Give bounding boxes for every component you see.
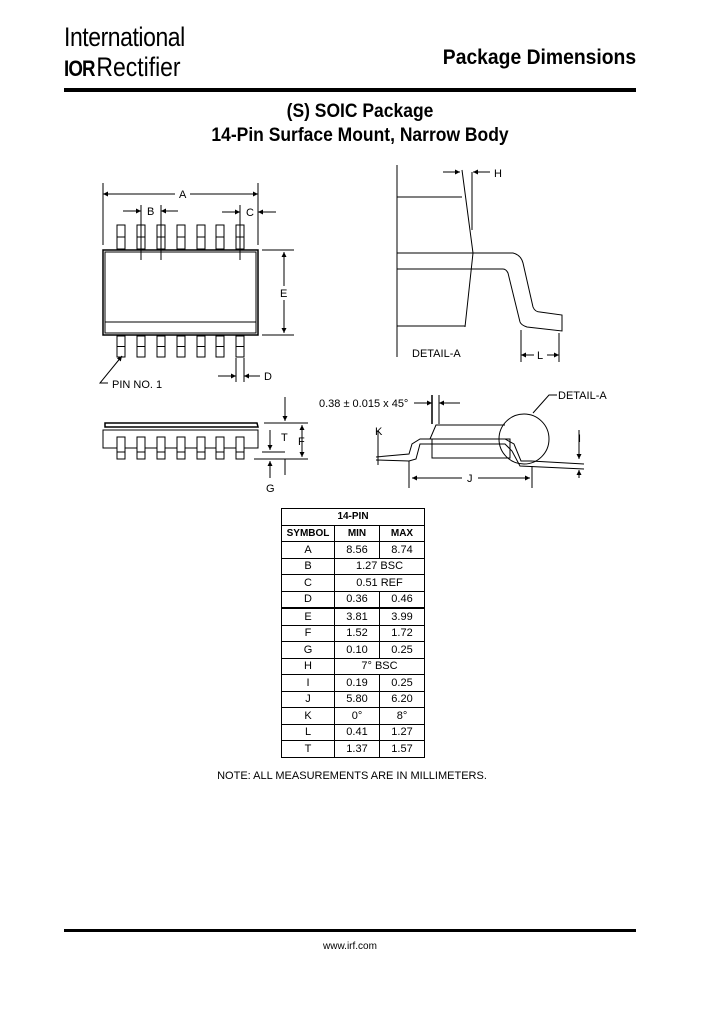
detail-a-view xyxy=(396,165,563,362)
logo-rectifier: IORRectifier xyxy=(64,52,181,83)
min-cell: 0° xyxy=(334,707,380,725)
footer-rule xyxy=(64,929,636,932)
min-cell: 1.52 xyxy=(334,624,380,642)
label-b: B xyxy=(147,206,154,218)
label-h: H xyxy=(494,168,502,180)
label-g: G xyxy=(266,483,275,495)
min-cell: 0.10 xyxy=(334,641,380,659)
value-cell: 1.27 BSC xyxy=(334,557,425,575)
min-cell: 0.36 xyxy=(334,590,380,609)
side-pin xyxy=(176,436,186,460)
side-pin xyxy=(235,436,245,460)
label-t: T xyxy=(281,432,288,444)
symbol-cell: I xyxy=(281,674,335,692)
label-chamfer: 0.38 ± 0.015 x 45° xyxy=(319,398,408,410)
table-title-row: 14-PIN xyxy=(281,508,425,526)
min-cell: 3.81 xyxy=(334,607,380,626)
max-cell: 1.72 xyxy=(379,624,425,642)
max-cell: 0.46 xyxy=(379,590,425,609)
symbol-cell: D xyxy=(281,590,335,609)
label-a: A xyxy=(179,189,187,201)
measurement-note: NOTE: ALL MEASUREMENTS ARE IN MILLIMETER… xyxy=(217,770,487,782)
min-cell: 1.37 xyxy=(334,740,380,758)
header-min: MIN xyxy=(334,524,380,542)
header-rule xyxy=(64,88,636,92)
side-pin xyxy=(156,436,166,460)
symbol-cell: C xyxy=(281,574,335,592)
symbol-cell: F xyxy=(281,624,335,642)
min-cell: 8.56 xyxy=(334,541,380,559)
label-i: I xyxy=(578,433,581,445)
side-pin xyxy=(196,436,206,460)
symbol-cell: E xyxy=(281,607,335,626)
symbol-cell: L xyxy=(281,723,335,741)
top-view xyxy=(98,183,294,384)
label-f: F xyxy=(298,436,305,448)
label-c: C xyxy=(246,207,254,219)
side-pin xyxy=(136,436,146,460)
value-cell: 0.51 REF xyxy=(334,574,425,592)
max-cell: 0.25 xyxy=(379,641,425,659)
footer-url: www.irf.com xyxy=(323,941,377,952)
label-detail-a-callout: DETAIL-A xyxy=(558,390,607,402)
package-subtitle: 14-Pin Surface Mount, Narrow Body xyxy=(211,125,509,146)
min-cell: 0.19 xyxy=(334,674,380,692)
logo-rectifier-text: Rectifier xyxy=(96,52,181,82)
label-l: L xyxy=(537,350,543,362)
header-symbol: SYMBOL xyxy=(281,524,335,542)
table-title: 14-PIN xyxy=(281,508,425,526)
header-max: MAX xyxy=(379,524,425,542)
label-k: K xyxy=(375,426,383,438)
max-cell: 0.25 xyxy=(379,674,425,692)
min-cell: 0.41 xyxy=(334,723,380,741)
package-title: (S) SOIC Package xyxy=(286,101,434,122)
symbol-cell: K xyxy=(281,707,335,725)
min-cell: 5.80 xyxy=(334,690,380,708)
max-cell: 6.20 xyxy=(379,690,425,708)
max-cell: 3.99 xyxy=(379,607,425,626)
ior-logo-mark: IOR xyxy=(64,56,96,81)
label-pin1: PIN NO. 1 xyxy=(112,379,162,391)
label-detail-a: DETAIL-A xyxy=(412,348,461,360)
label-d: D xyxy=(264,371,272,383)
symbol-cell: T xyxy=(281,740,335,758)
page-title: Package Dimensions xyxy=(442,46,636,69)
label-e: E xyxy=(280,288,287,300)
symbol-cell: A xyxy=(281,541,335,559)
max-cell: 1.27 xyxy=(379,723,425,741)
symbol-cell: B xyxy=(281,557,335,575)
side-pin xyxy=(116,436,126,460)
max-cell: 8° xyxy=(379,707,425,725)
logo-international: International xyxy=(64,22,185,52)
max-cell: 1.57 xyxy=(379,740,425,758)
value-cell: 7° BSC xyxy=(334,657,425,675)
side-pin xyxy=(215,436,225,460)
symbol-cell: J xyxy=(281,690,335,708)
label-j: J xyxy=(467,473,473,485)
symbol-cell: H xyxy=(281,657,335,675)
side-view xyxy=(102,397,308,478)
end-view xyxy=(375,394,585,488)
max-cell: 8.74 xyxy=(379,541,425,559)
symbol-cell: G xyxy=(281,641,335,659)
